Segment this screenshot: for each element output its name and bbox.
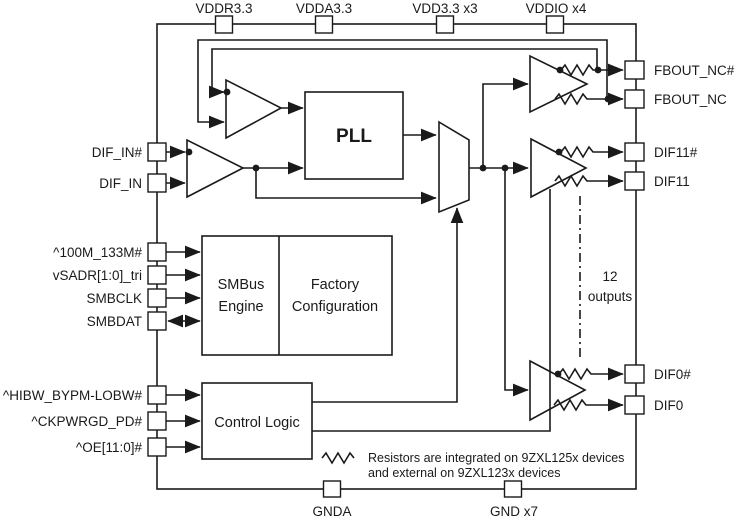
pin-label-vddr33: VDDR3.3	[195, 1, 252, 16]
pin-label-ckpwrgd: ^CKPWRGD_PD#	[31, 414, 142, 429]
resistor-symbol	[321, 451, 355, 465]
pin-label-smbdat: SMBDAT	[87, 314, 142, 329]
junction-dot	[554, 370, 562, 378]
pin-vdda33	[314, 15, 334, 34]
junction-dot	[594, 66, 602, 74]
wire-fbout-nc-n	[560, 63, 624, 77]
pin-label-gnd: GND x7	[490, 504, 538, 519]
pin-label-dif0-n: DIF0#	[654, 367, 691, 382]
junction-dot	[556, 66, 564, 74]
pin-dif-in-n	[147, 142, 167, 162]
control-logic-block	[201, 382, 313, 460]
pin-label-dif-in-n: DIF_IN#	[92, 145, 143, 160]
pin-label-100m-133m: ^100M_133M#	[53, 245, 142, 260]
pin-label-dif-in: DIF_IN	[99, 176, 142, 191]
pin-label-fbout-nc: FBOUT_NC	[654, 92, 727, 107]
pin-dif0	[624, 395, 645, 415]
control-logic-label: Control Logic	[214, 415, 299, 431]
pin-fbout-nc-n	[624, 60, 645, 80]
wire-fbout-nc	[554, 92, 624, 106]
pin-smbclk	[147, 288, 167, 308]
pin-gnda	[322, 480, 342, 498]
pin-dif11	[624, 171, 645, 191]
pin-dif-in	[147, 173, 167, 193]
wire-mux-to-fbout	[482, 77, 529, 168]
pin-smbdat	[147, 311, 167, 331]
outputs-count-line2: outputs	[588, 289, 633, 304]
pin-hibw	[147, 385, 167, 405]
resistor-note-line2: and external on 9ZXL123x devices	[368, 466, 561, 480]
junction-dot	[223, 88, 231, 96]
pin-100m-133m	[147, 242, 167, 262]
wire-dif0-n	[558, 367, 624, 381]
pin-fbout-nc	[624, 89, 645, 109]
mux-block	[438, 120, 470, 214]
junction-dot	[501, 164, 509, 172]
resistor-note-line1: Resistors are integrated on 9ZXL125x dev…	[368, 451, 624, 465]
wire-mux-select	[312, 207, 464, 403]
pin-ckpwrgd	[147, 411, 167, 431]
pin-label-sadr: vSADR[1:0]_tri	[53, 268, 142, 283]
pin-gnd	[503, 480, 523, 498]
wire-output-enable	[312, 189, 551, 432]
junction-dot	[604, 95, 612, 103]
junction-dot	[185, 148, 193, 156]
feedback-buffer	[225, 78, 283, 140]
smbus-factory-block	[201, 235, 393, 356]
pin-label-fbout-nc-n: FBOUT_NC#	[654, 63, 735, 78]
wire-feedback-noninv	[208, 48, 598, 99]
pin-label-dif11: DIF11	[654, 174, 690, 189]
pin-sadr	[147, 265, 167, 285]
pin-label-smbclk: SMBCLK	[86, 291, 142, 306]
pin-label-vddio: VDDIO x4	[526, 1, 587, 16]
factory-label-line1: Factory	[311, 277, 360, 293]
smbus-label-line1: SMBus	[218, 277, 265, 293]
outputs-count-line1: 12	[602, 269, 617, 284]
pll-block	[304, 91, 404, 180]
pin-oe	[147, 437, 167, 457]
wire-feedback-inv	[197, 39, 608, 129]
wire-bypass-to-mux	[255, 168, 437, 205]
junction-dot	[479, 164, 487, 172]
pin-label-dif11-n: DIF11#	[654, 145, 698, 160]
factory-label-line2: Configuration	[292, 299, 378, 315]
pin-label-vdd33: VDD3.3 x3	[412, 1, 477, 16]
junction-dot	[555, 148, 563, 156]
pin-label-gnda: GNDA	[312, 504, 351, 519]
junction-dot	[252, 164, 260, 172]
pin-label-oe: ^OE[11:0]#	[76, 440, 143, 455]
wire-dif0	[553, 398, 624, 412]
pin-label-vdda33: VDDA3.3	[296, 1, 352, 16]
dif-input-buffer	[186, 138, 245, 199]
pll-label: PLL	[336, 126, 372, 147]
pin-vdd33	[435, 15, 455, 34]
wire-dif11-n	[560, 145, 624, 159]
wire-mux-to-dif0	[504, 168, 529, 397]
pin-vddio	[545, 15, 565, 34]
pin-label-dif0: DIF0	[654, 398, 683, 413]
pin-vddr33	[214, 15, 234, 34]
wire-dif11	[554, 174, 624, 188]
pin-dif11-n	[624, 142, 645, 162]
smbus-label-line2: Engine	[218, 299, 263, 315]
pin-label-hibw: ^HIBW_BYPM-LOBW#	[3, 388, 143, 403]
pin-dif0-n	[624, 364, 645, 384]
